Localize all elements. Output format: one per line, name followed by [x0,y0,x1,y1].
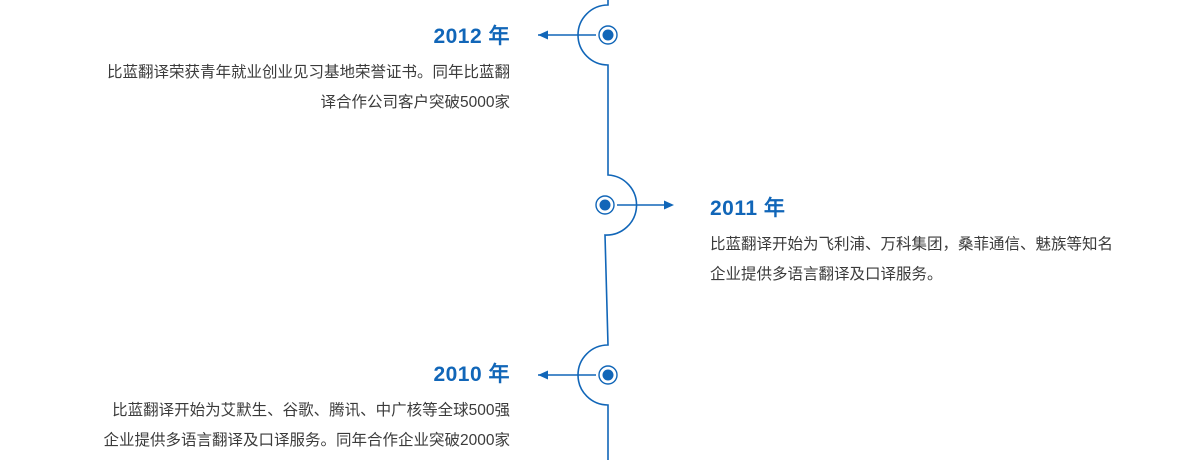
timeline-year-2010: 2010 年 [433,363,510,386]
timeline-description-2012: 比蓝翻译荣获青年就业创业见习基地荣誉证书。同年比蓝翻 译合作公司客户突破5000… [106,64,510,111]
timeline-spine-path [577,0,638,460]
timeline-description-2010: 比蓝翻译开始为艾默生、谷歌、腾讯、中广核等全球500强 企业提供多语言翻译及口译… [103,402,510,449]
timeline-node-2010 [538,365,618,385]
node-2010-dot [602,369,614,381]
timeline-description-2011: 比蓝翻译开始为飞利浦、万科集团，桑菲通信、魅族等知名 企业提供多语言翻译及口译服… [710,236,1114,283]
node-2011-dot [599,199,611,211]
timeline-year-2011: 2011 年 [710,197,786,220]
timeline-year-2012: 2012 年 [433,25,510,48]
node-2011-ring [595,195,615,215]
timeline-node-2011 [595,195,674,215]
node-2010-ring [598,365,618,385]
node-2012-ring [598,25,618,45]
node-2012-arrow-left-icon [538,30,548,40]
node-2010-arrow-left-icon [538,370,548,380]
node-2012-dot [602,29,614,41]
timeline-node-2012 [538,25,618,45]
node-2011-arrow-right-icon [664,200,674,210]
